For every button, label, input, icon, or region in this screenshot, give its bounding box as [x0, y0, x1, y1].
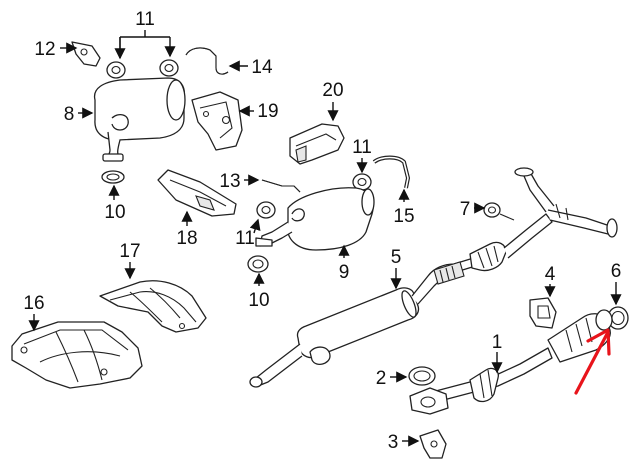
callout-14: 14 — [251, 57, 273, 78]
part-12-bracket — [71, 41, 101, 67]
part-10-gasket-lower — [247, 255, 269, 273]
highlight-arrow — [574, 328, 611, 395]
callout-9: 9 — [339, 262, 350, 283]
part-10-gasket-upper — [101, 170, 125, 184]
part-17-heat-shield — [99, 280, 207, 333]
callout-19: 19 — [257, 101, 278, 122]
part-8-front-muffler — [93, 77, 186, 162]
part-16-underbody-shield — [11, 321, 143, 389]
callout-10-upper: 10 — [104, 202, 125, 223]
callout-6: 6 — [611, 261, 622, 282]
callout-2: 2 — [376, 368, 387, 389]
callout-8: 8 — [64, 104, 75, 125]
callout-20: 20 — [322, 80, 343, 101]
callout-17: 17 — [119, 241, 140, 262]
part-3-bracket — [419, 429, 447, 459]
callout-11-top: 11 — [135, 9, 155, 30]
part-15-hanger-rod — [372, 155, 411, 189]
part-2-gasket — [408, 366, 436, 386]
callout-3: 3 — [388, 432, 399, 453]
callout-11-lower: 11 — [235, 228, 255, 249]
callout-4: 4 — [545, 264, 556, 285]
part-7-hanger — [483, 202, 515, 221]
callout-11-middle: 11 — [352, 137, 372, 158]
callout-16: 16 — [23, 293, 44, 314]
part-18-heat-shield — [157, 169, 237, 217]
part-13-bracket — [261, 179, 301, 193]
part-14-hanger-rod — [185, 47, 229, 75]
callout-18: 18 — [176, 228, 197, 249]
part-11-hanger-lower — [256, 201, 276, 219]
part-5-center-pipe — [249, 167, 618, 388]
part-4-bracket — [529, 297, 557, 329]
part-20-heat-shield — [289, 123, 345, 165]
part-11-hanger-left — [106, 61, 126, 79]
part-9-rear-muffler — [255, 187, 375, 251]
callout-13: 13 — [219, 171, 240, 192]
part-19-heat-shield — [191, 91, 243, 151]
callout-12: 12 — [34, 39, 55, 60]
callout-10-lower: 10 — [248, 290, 269, 311]
callout-15: 15 — [393, 206, 414, 227]
leader-lines — [28, 30, 622, 447]
part-1-front-pipe — [409, 309, 613, 415]
callout-labels: 11 12 14 8 19 20 10 18 13 11 15 11 9 10 … — [23, 9, 621, 453]
callout-7: 7 — [460, 199, 471, 220]
callout-5: 5 — [391, 247, 402, 268]
part-11-hanger-right — [159, 59, 179, 77]
part-11-hanger-middle — [352, 173, 372, 191]
callout-1: 1 — [492, 332, 503, 353]
